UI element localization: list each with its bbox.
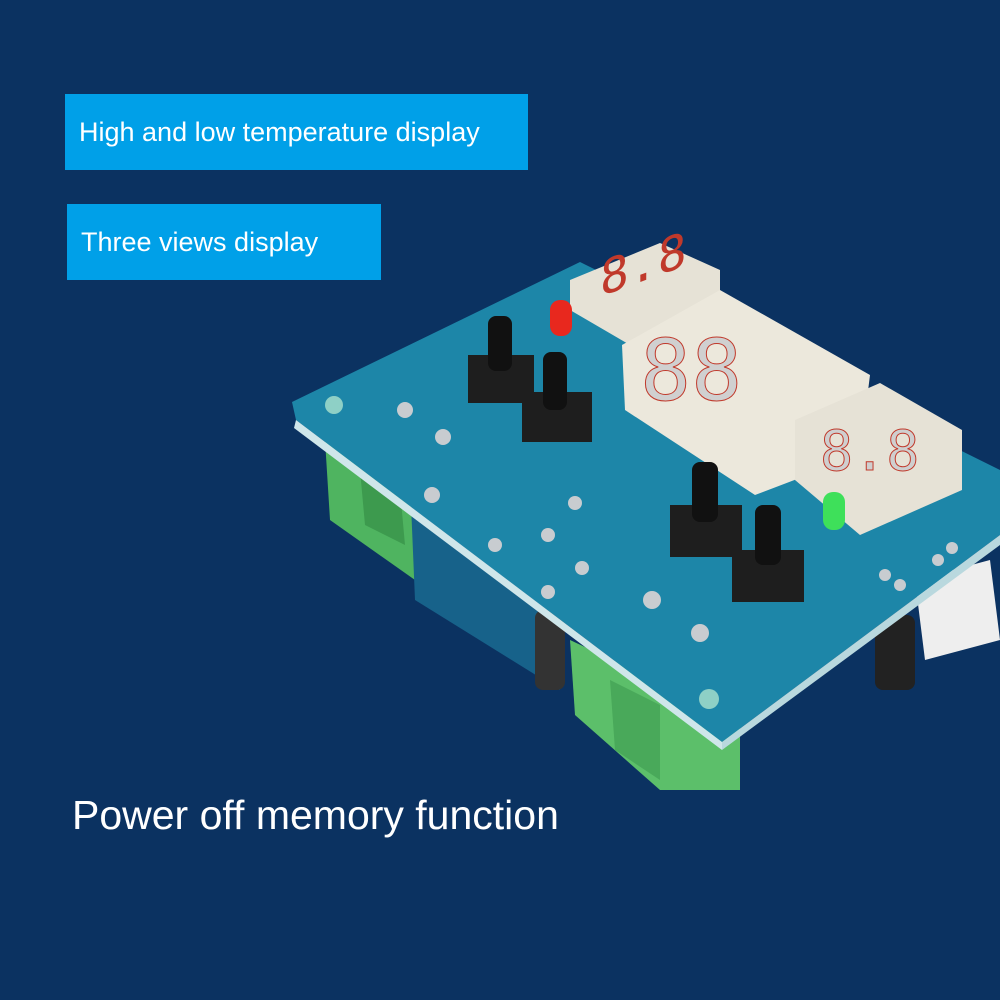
led-red <box>550 300 572 336</box>
solder-joints <box>397 402 958 642</box>
feature-label-high-low-temp: High and low temperature display <box>65 94 528 170</box>
mount-hole <box>699 689 719 709</box>
button-4[interactable] <box>732 505 804 602</box>
svg-text:8.8: 8.8 <box>820 419 919 483</box>
caption: Power off memory function <box>72 792 559 838</box>
led-green <box>823 492 845 530</box>
button-3[interactable] <box>670 462 742 557</box>
seven-segment-display-small-top: 8.8 <box>570 221 720 345</box>
svg-text:88: 88 <box>640 322 742 421</box>
capacitor <box>535 610 915 690</box>
button-2[interactable] <box>522 352 592 442</box>
feature-label-three-views: Three views display <box>67 204 381 280</box>
mount-hole <box>325 396 343 414</box>
terminal-block-bottom <box>570 640 740 790</box>
